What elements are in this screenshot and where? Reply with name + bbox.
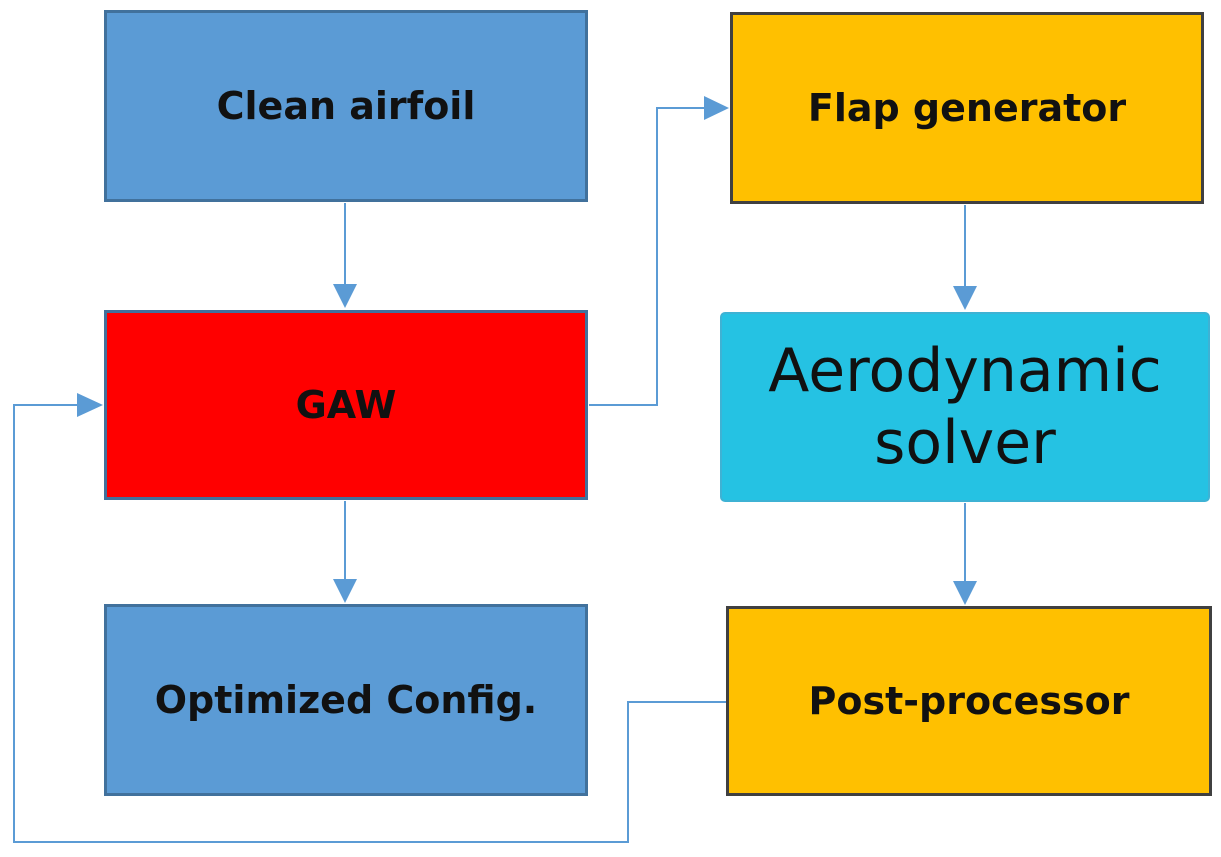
aerodynamic-solver-label-line2: solver xyxy=(874,408,1056,478)
optimized-config-box: Optimized Config. xyxy=(104,604,588,796)
post-processor-box: Post-processor xyxy=(726,606,1212,796)
clean-airfoil-label: Clean airfoil xyxy=(216,84,476,128)
aerodynamic-solver-label-line1: Aerodynamic xyxy=(768,336,1162,406)
post-processor-label: Post-processor xyxy=(808,679,1130,723)
aerodynamic-solver-box: Aerodynamic solver xyxy=(720,312,1210,502)
flap-generator-box: Flap generator xyxy=(730,12,1204,204)
gaw-box: GAW xyxy=(104,310,588,500)
arrowhead-flap-to-solver xyxy=(953,286,977,310)
flap-generator-label: Flap generator xyxy=(807,86,1127,130)
arrow-gaw-to-flap xyxy=(589,107,705,406)
arrowhead-gaw-to-flap xyxy=(704,96,729,120)
optimized-config-label: Optimized Config. xyxy=(154,678,538,722)
gaw-label: GAW xyxy=(295,383,397,427)
arrowhead-clean-to-gaw xyxy=(333,284,357,308)
arrowhead-post-to-gaw-feedback xyxy=(77,393,103,417)
arrowhead-solver-to-post xyxy=(953,581,977,605)
arrowhead-gaw-to-optimized xyxy=(333,579,357,603)
clean-airfoil-box: Clean airfoil xyxy=(104,10,588,202)
